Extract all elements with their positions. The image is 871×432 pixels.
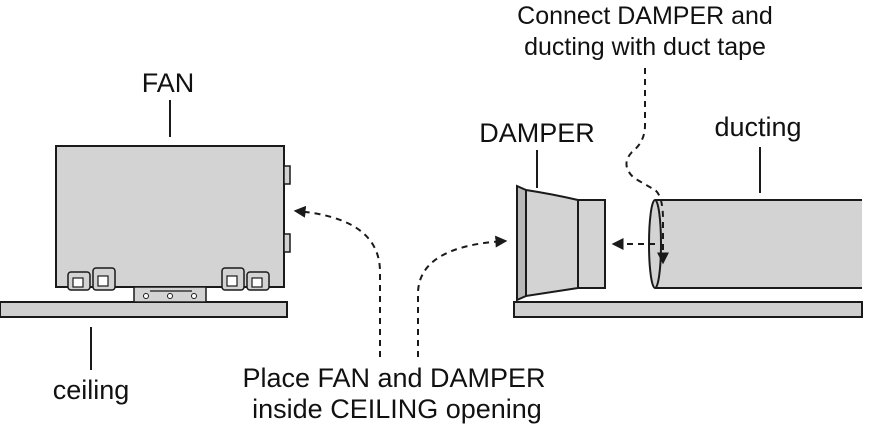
- fan-placement-arrow: [293, 205, 381, 357]
- fan-label: FAN: [142, 68, 195, 98]
- damper-label: DAMPER: [479, 118, 595, 148]
- fan-bottom-plate: [133, 286, 207, 303]
- fan-housing: [55, 145, 291, 303]
- place-instruction-line2: inside CEILING opening: [252, 394, 542, 424]
- ceiling-right-slab: [513, 301, 863, 318]
- ceiling-left-slab: [0, 301, 288, 318]
- damper: [516, 184, 606, 302]
- place-instruction-line1: Place FAN and DAMPER: [242, 363, 545, 393]
- ducting-label: ducting: [714, 112, 801, 142]
- fan-left-bracket: [67, 267, 116, 291]
- damper-placement-arrow: [417, 235, 508, 357]
- tape-arrow: [625, 68, 669, 265]
- fan-right-bracket: [221, 267, 270, 291]
- connect-instruction-line2: ducting with duct tape: [524, 33, 766, 61]
- ducting-pipe: [648, 199, 862, 289]
- connect-instruction-line1: Connect DAMPER and: [517, 2, 773, 30]
- ceiling-label: ceiling: [53, 375, 130, 405]
